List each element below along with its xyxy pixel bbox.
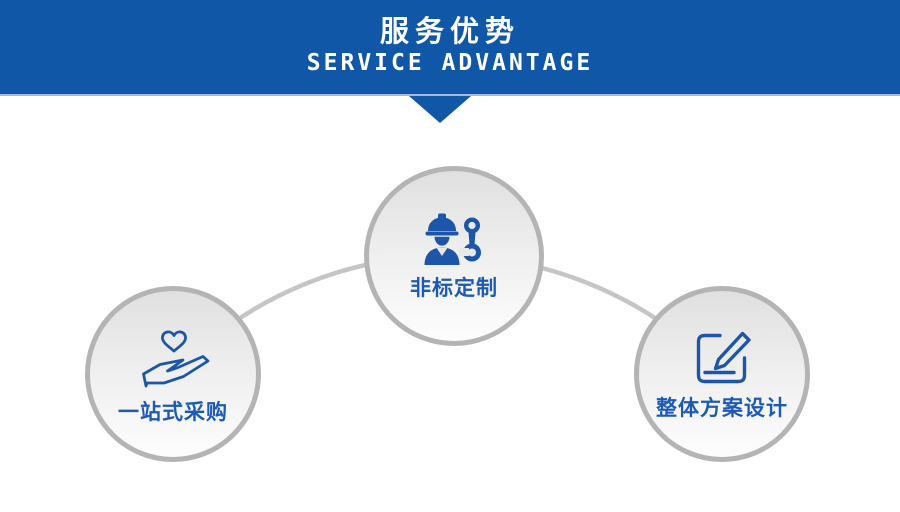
pencil-document-icon — [696, 331, 751, 383]
circle-label-customization: 非标定制 — [410, 277, 498, 300]
heart-in-hand-icon — [142, 330, 210, 387]
header-banner: 服务优势 SERVICE ADVANTAGE — [0, 0, 900, 96]
circle-label-procurement: 一站式采购 — [118, 400, 228, 424]
worker-wrench-icon — [424, 213, 481, 265]
page-title: 服务优势 — [379, 16, 520, 48]
banner-pointer-triangle — [409, 96, 471, 123]
service-circle-customization: 非标定制 — [364, 166, 544, 346]
service-circle-procurement: 一站式采购 — [85, 286, 261, 462]
service-circle-design: 整体方案设计 — [634, 286, 810, 462]
circle-label-design: 整体方案设计 — [656, 396, 788, 420]
page-subtitle: SERVICE ADVANTAGE — [306, 50, 594, 76]
